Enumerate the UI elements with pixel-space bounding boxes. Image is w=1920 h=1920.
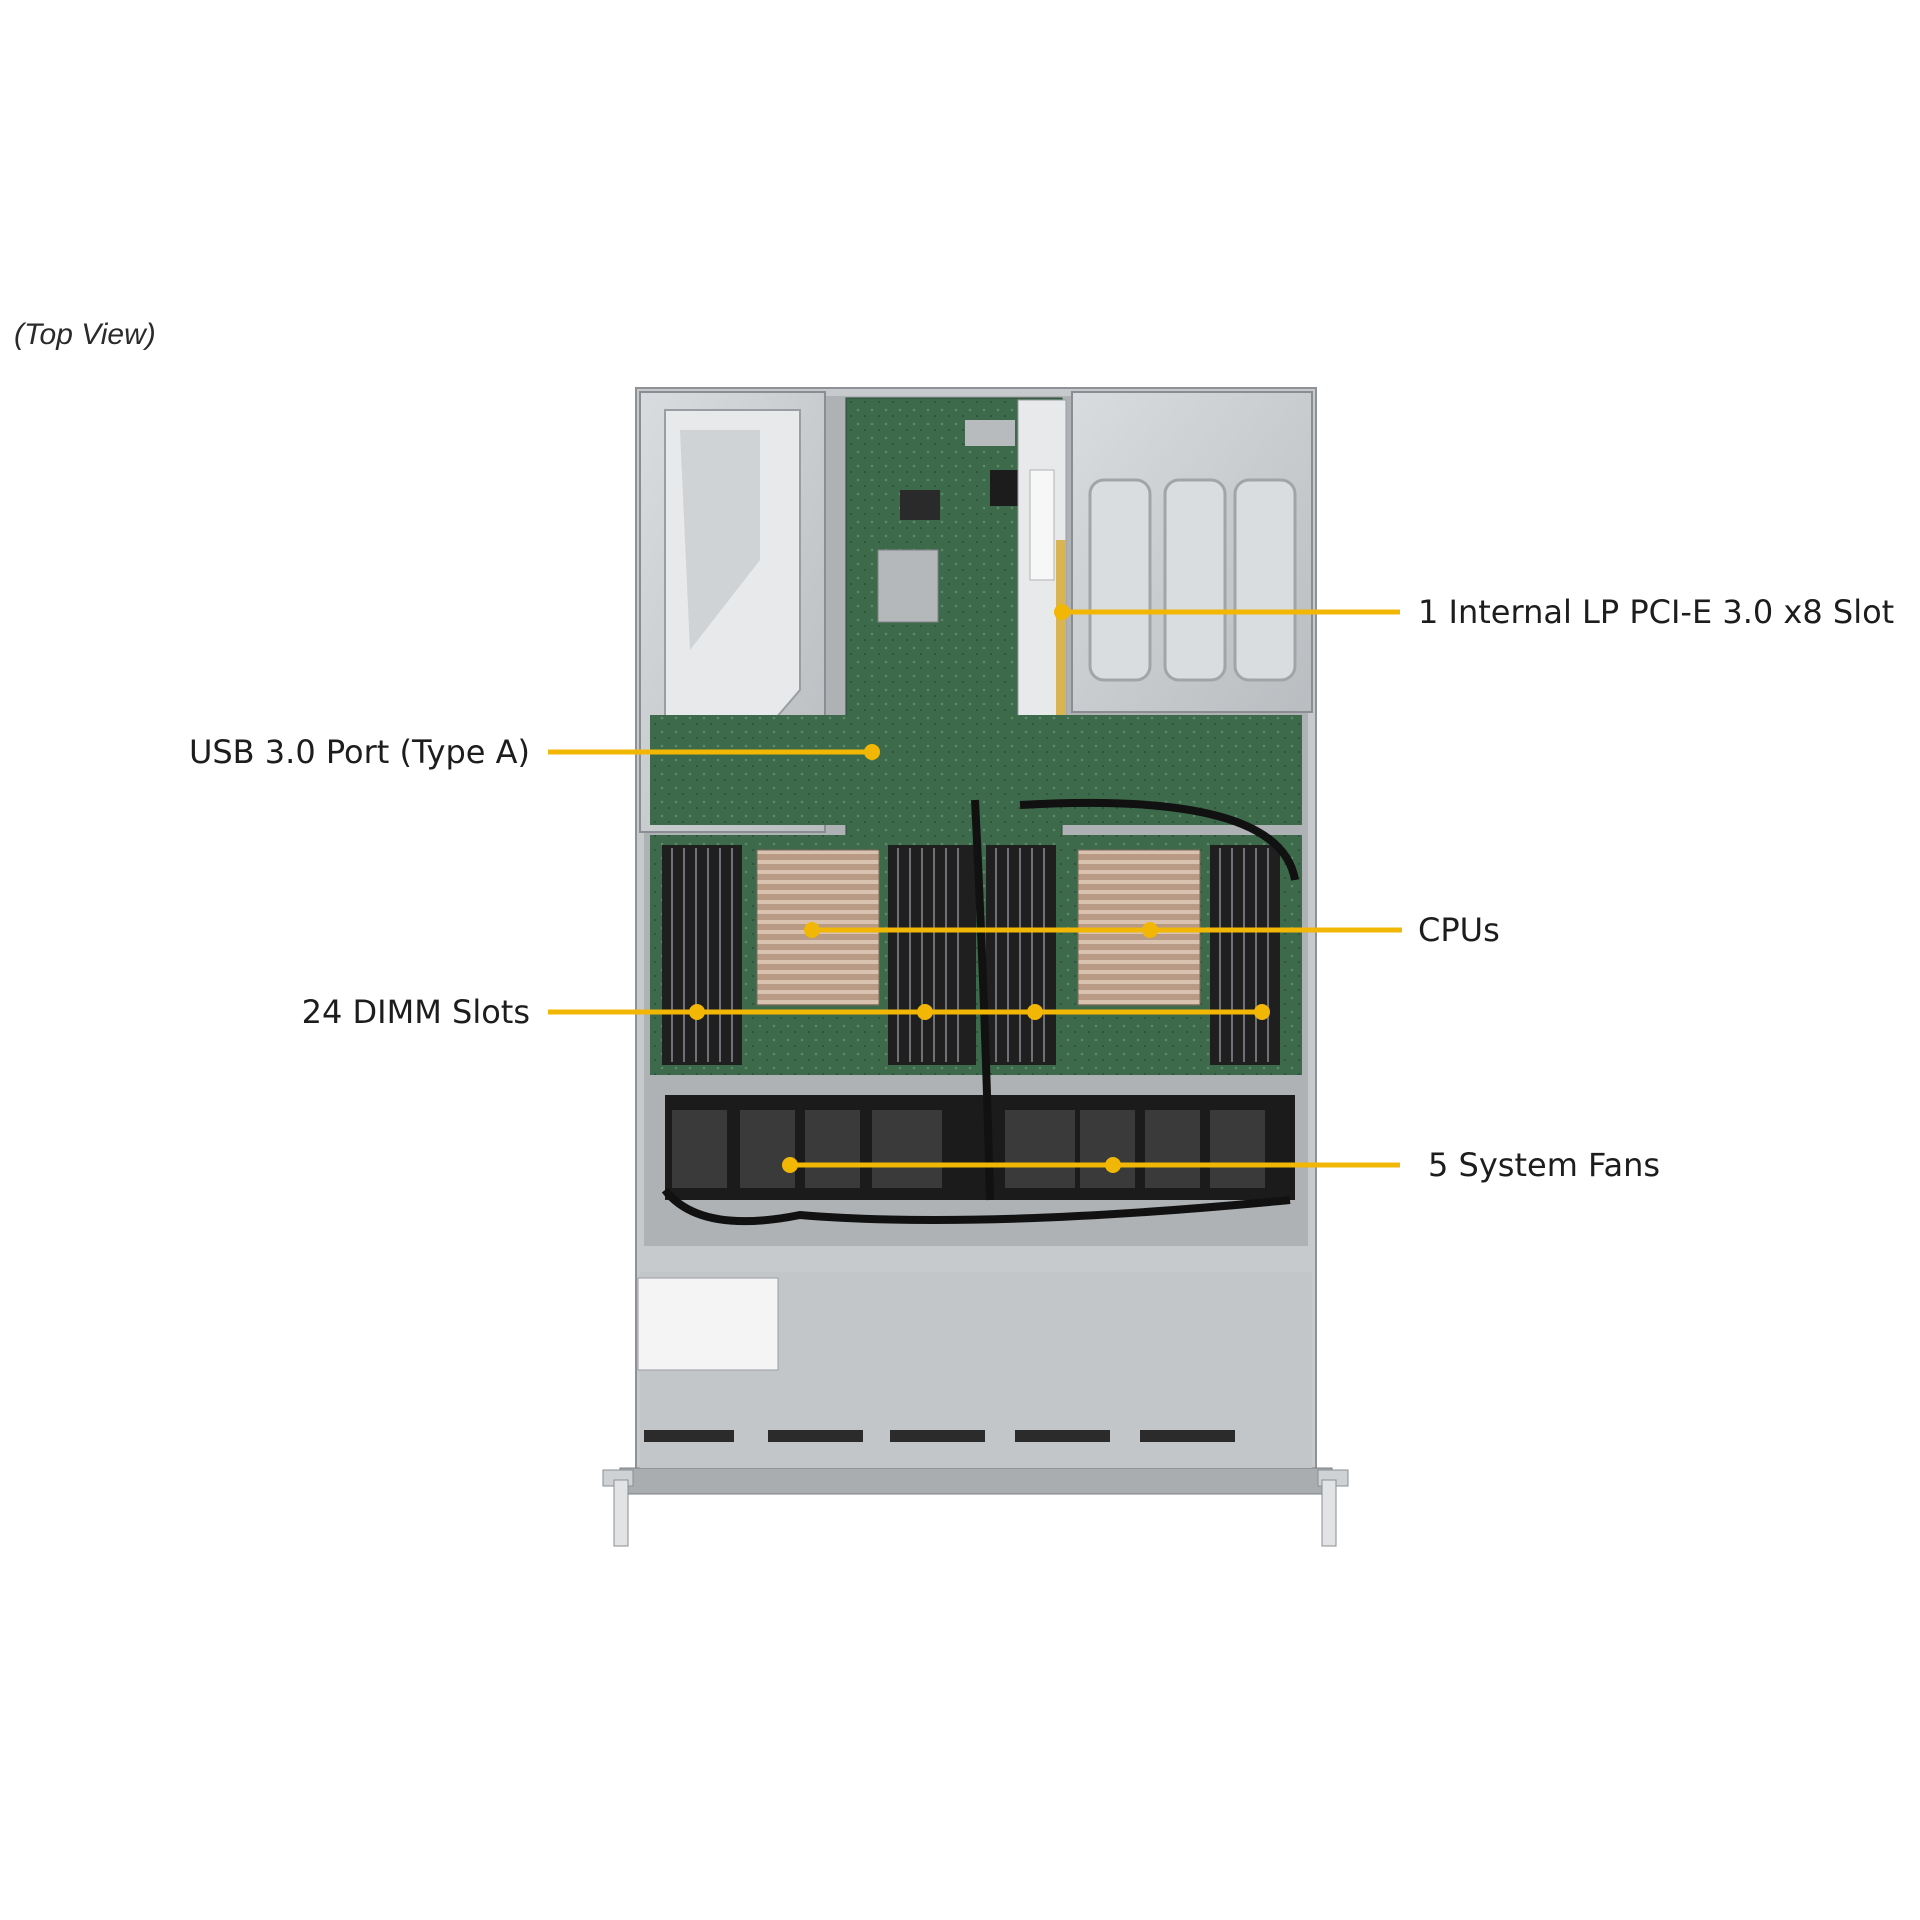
usb-port-label: USB 3.0 Port (Type A)	[188, 733, 530, 771]
callout-cpus	[804, 922, 1402, 938]
chip-heatsink	[877, 549, 939, 623]
dimm-ridges	[671, 848, 1269, 1062]
right-drive-cage	[1071, 391, 1313, 713]
rack-handle-right	[1321, 1479, 1337, 1547]
rack-handle-left	[613, 1479, 629, 1547]
pcie-slot-label: 1 Internal LP PCI-E 3.0 x8 Slot	[1418, 593, 1895, 631]
view-title: (Top View)	[14, 318, 156, 351]
dimm-slots-label: 24 DIMM Slots	[301, 993, 530, 1031]
callout-fans	[782, 1157, 1400, 1173]
regulatory-label	[637, 1277, 779, 1371]
front-bezel	[619, 1467, 1333, 1495]
callout-pcie	[1054, 604, 1400, 620]
fan-row	[665, 1095, 1295, 1200]
callout-dimm	[548, 1004, 1270, 1020]
dimm-bank-2	[888, 845, 976, 1065]
cables	[661, 798, 1299, 1226]
front-vents	[644, 1430, 1235, 1442]
dimm-bank-1	[662, 845, 742, 1065]
callout-usb	[548, 744, 880, 760]
system-fans-label: 5 System Fans	[1428, 1146, 1661, 1184]
cpus-label: CPUs	[1418, 911, 1500, 949]
